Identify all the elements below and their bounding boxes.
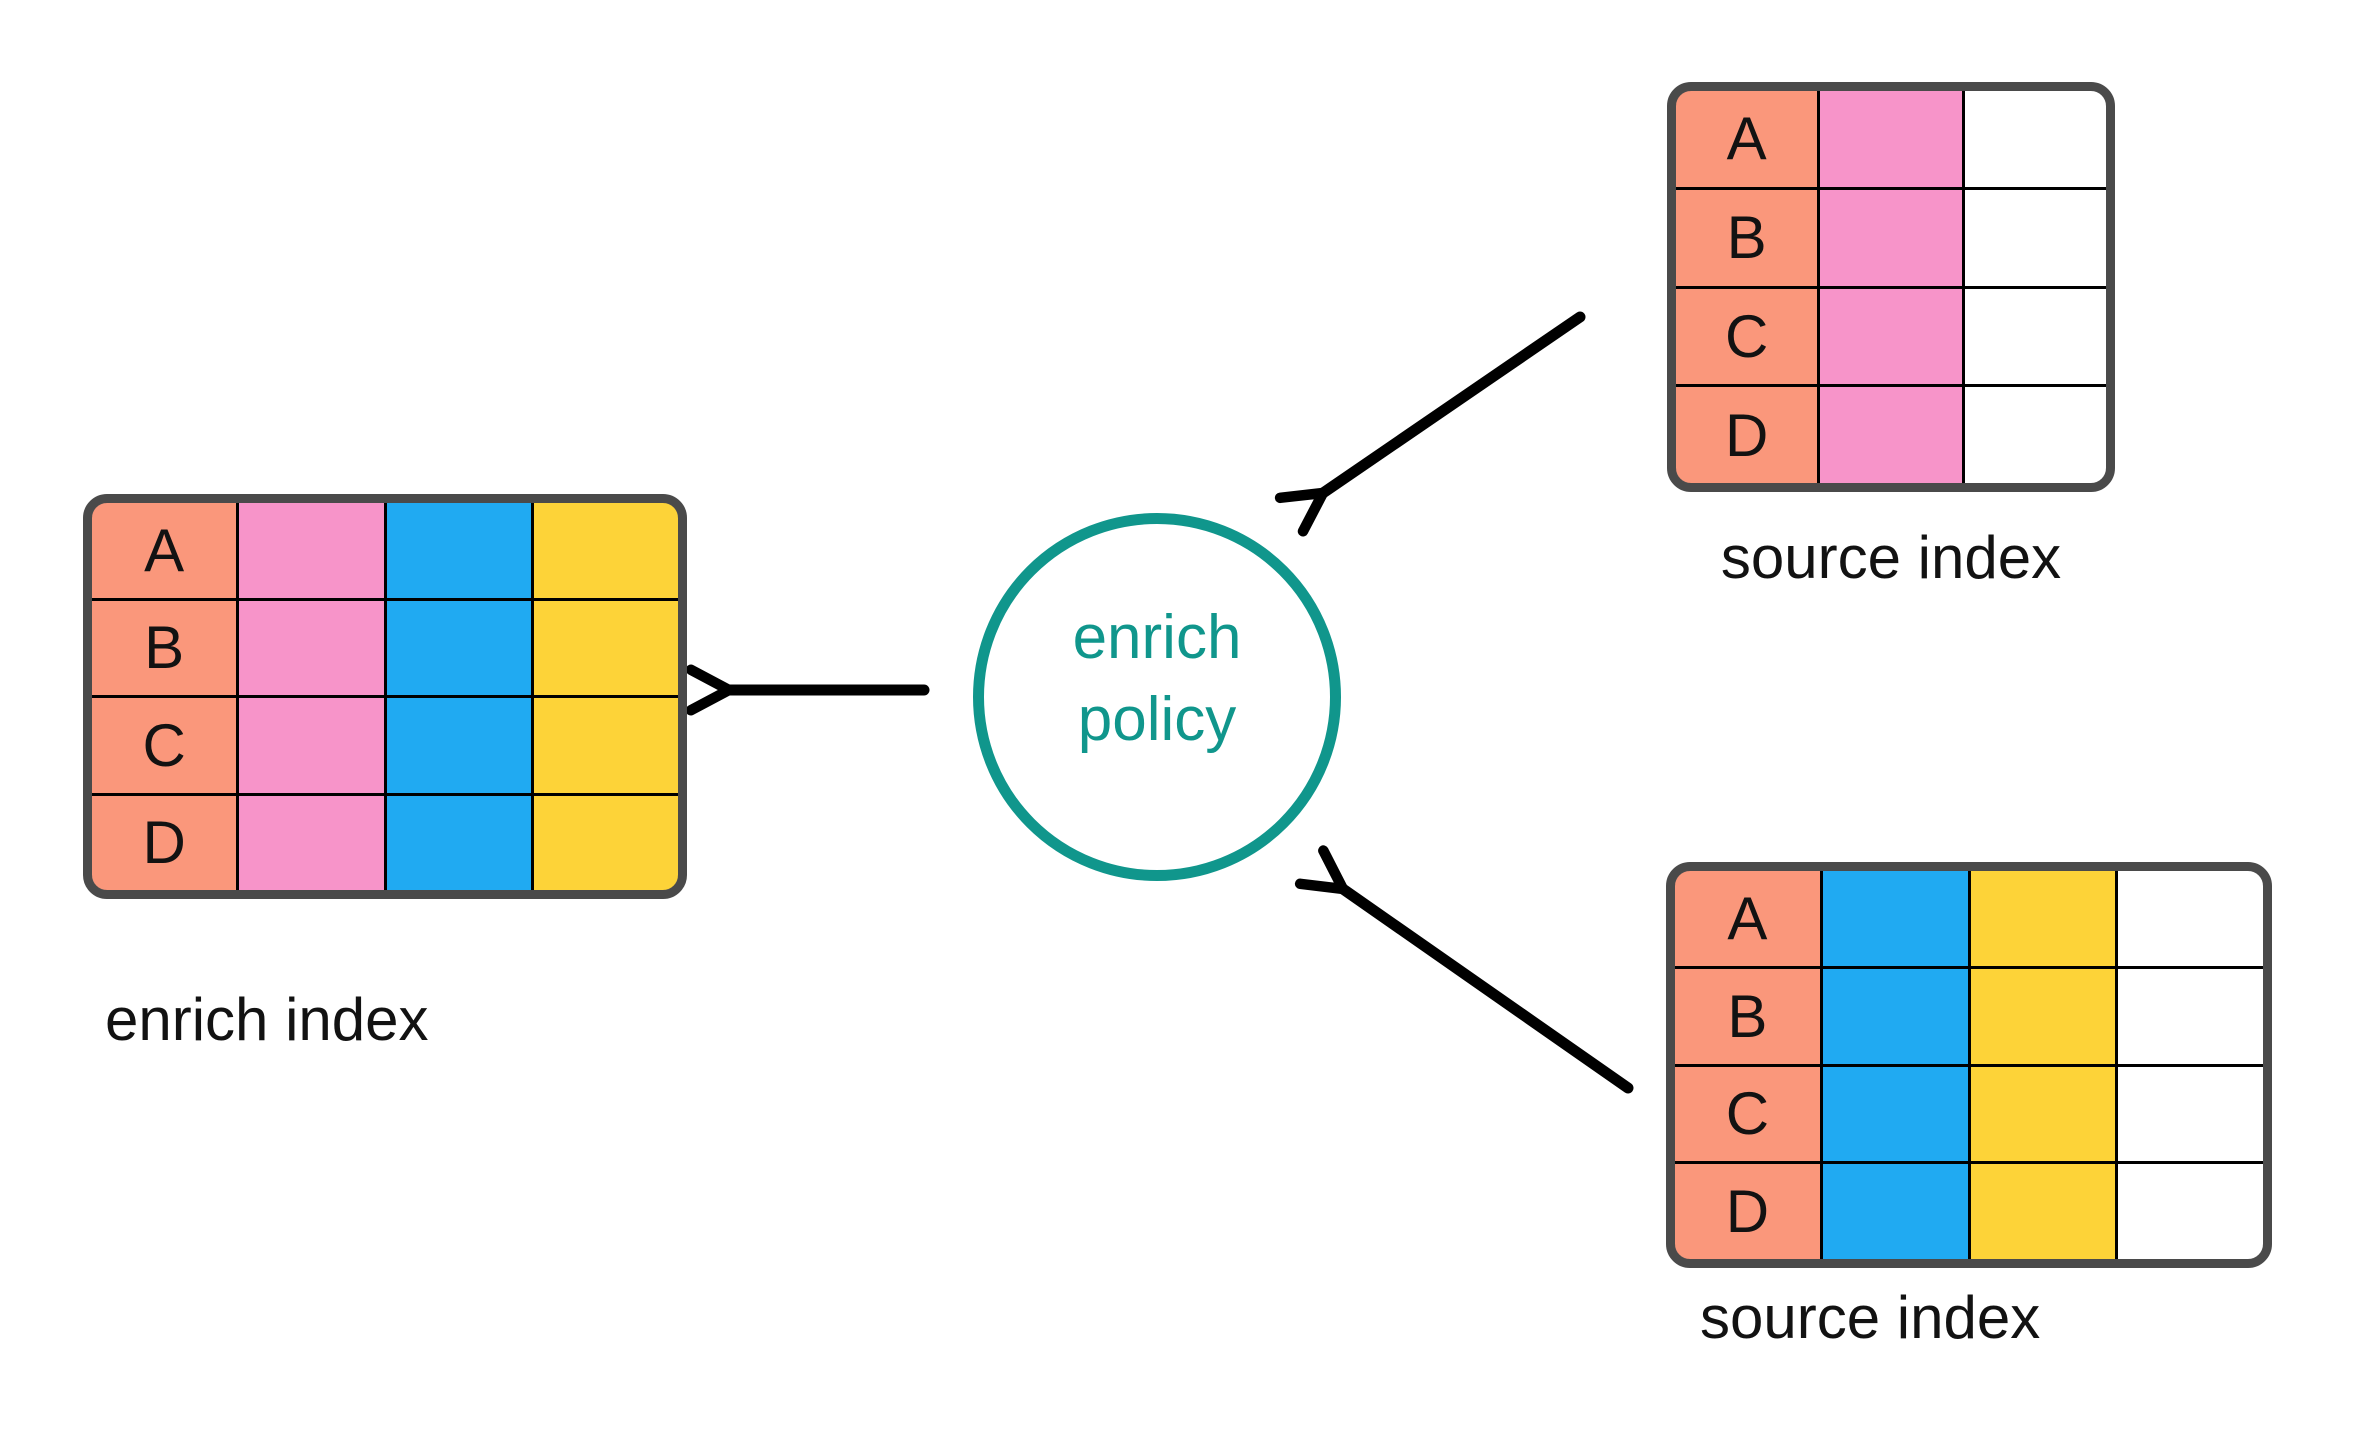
data-cell	[533, 795, 678, 890]
data-cell	[239, 698, 384, 793]
data-cell	[1964, 288, 2106, 385]
source-index-top-label: source index	[1720, 524, 2062, 591]
data-cell	[1970, 1164, 2116, 1259]
data-cell	[2118, 871, 2263, 966]
data-cell	[1964, 189, 2106, 286]
data-cell	[533, 600, 678, 695]
row-key-cell: C	[1676, 288, 1818, 385]
data-cell	[386, 600, 531, 695]
row-key-cell: B	[1676, 189, 1818, 286]
data-cell	[239, 503, 384, 598]
data-cell	[1964, 91, 2106, 187]
row-key-cell: C	[1675, 1066, 1820, 1162]
enrich-policy-label-line2: policy	[1077, 685, 1237, 754]
data-cell	[2118, 968, 2263, 1064]
data-cell	[386, 795, 531, 890]
row-key-cell: A	[1675, 871, 1820, 966]
data-cell	[1970, 1066, 2116, 1162]
row-key-cell: B	[92, 600, 237, 695]
data-cell	[386, 503, 531, 598]
data-cell	[1970, 968, 2116, 1064]
data-cell	[1822, 871, 1968, 966]
enrich-policy-node: enrich policy	[973, 513, 1341, 881]
row-key-cell: D	[1676, 387, 1818, 483]
data-cell	[1820, 288, 1962, 385]
data-cell	[239, 795, 384, 890]
arrow-bottom-source-to-policy	[1343, 889, 1634, 1094]
row-key-cell: A	[1676, 91, 1818, 187]
enrich-policy-label-line1: enrich	[1072, 603, 1242, 672]
data-cell	[1822, 1164, 1968, 1259]
row-key-cell: A	[92, 503, 237, 598]
data-cell	[1820, 189, 1962, 286]
row-key-cell: D	[1675, 1164, 1820, 1259]
data-cell	[239, 600, 384, 695]
arrow-top-source-to-policy	[1323, 311, 1586, 493]
data-cell	[1820, 387, 1962, 483]
row-key-cell: B	[1675, 968, 1820, 1064]
data-cell	[1970, 871, 2116, 966]
source-index-bottom-label: source index	[1700, 1284, 2041, 1351]
data-cell	[1820, 91, 1962, 187]
row-key-cell: C	[92, 698, 237, 793]
data-cell	[386, 698, 531, 793]
data-cell	[533, 698, 678, 793]
enrich-index-label: enrich index	[105, 986, 429, 1053]
data-cell	[533, 503, 678, 598]
data-cell	[1822, 968, 1968, 1064]
data-cell	[2118, 1164, 2263, 1259]
row-key-cell: D	[92, 795, 237, 890]
data-cell	[1964, 387, 2106, 483]
data-cell	[2118, 1066, 2263, 1162]
data-cell	[1822, 1066, 1968, 1162]
